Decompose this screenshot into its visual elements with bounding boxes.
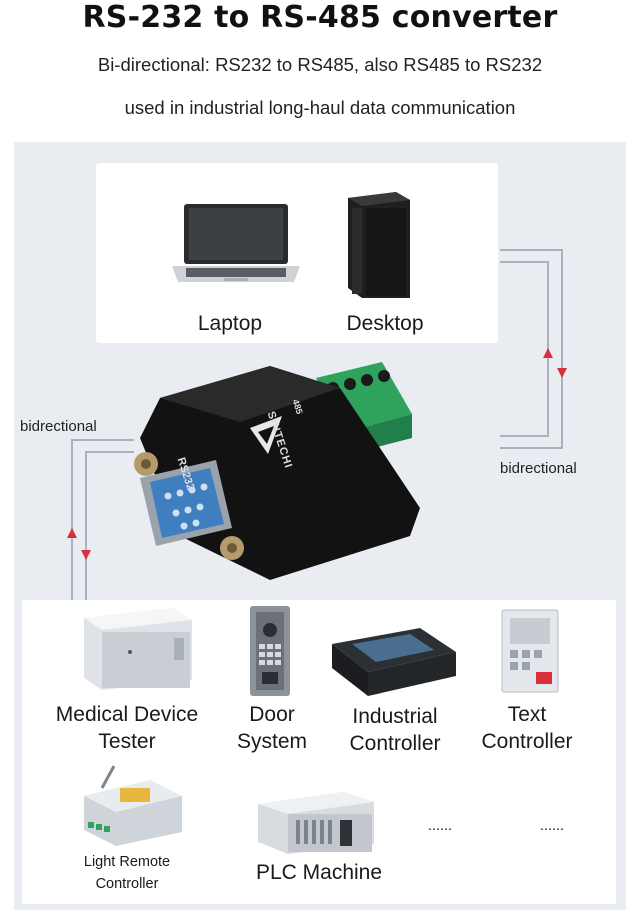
- subtitle-usage: used in industrial long-haul data commun…: [124, 97, 516, 118]
- light-remote-icon: [84, 765, 182, 846]
- left-arrow-down: [81, 550, 91, 560]
- left-line-outer: [71, 439, 134, 600]
- desktop-tower-icon: [348, 192, 410, 298]
- device-more-2: ......: [539, 818, 565, 834]
- right-line-inner: [500, 261, 549, 437]
- device-more-1: ......: [427, 818, 453, 834]
- device-label-text-1: Text: [507, 703, 547, 726]
- device-label-door-1: Door: [249, 703, 295, 726]
- device-label-light-1: Light Remote: [83, 854, 171, 870]
- plc-machine-icon: [258, 792, 374, 854]
- left-arrow-up: [67, 528, 77, 538]
- device-label-industrial-1: Industrial: [352, 705, 438, 728]
- industrial-controller-icon: [332, 628, 456, 696]
- text-controller-icon: [501, 609, 559, 693]
- subtitle-bidirectional: Bi-directional: RS232 to RS485, also RS4…: [97, 54, 543, 75]
- host-label-desktop: Desktop: [346, 312, 424, 335]
- host-card: [96, 163, 498, 343]
- page-title: RS-232 to RS-485 converter: [82, 0, 558, 35]
- db9-port-icon: [140, 460, 232, 546]
- device-label-medical-2: Tester: [98, 730, 156, 753]
- device-label-plc: PLC Machine: [255, 861, 383, 884]
- device-label-text-2: Controller: [481, 730, 573, 753]
- medical-tester-icon: [84, 608, 192, 690]
- host-label-laptop: Laptop: [197, 312, 263, 335]
- device-label-medical-1: Medical Device: [55, 703, 199, 726]
- laptop-icon: [172, 204, 300, 282]
- left-bidirectional-label: bidrectional: [20, 418, 97, 435]
- device-label-industrial-2: Controller: [349, 732, 441, 755]
- right-arrow-down: [557, 368, 567, 378]
- device-label-light-2: Controller: [95, 876, 159, 892]
- device-label-door-2: System: [236, 730, 307, 753]
- converter-device-icon: [134, 362, 420, 580]
- door-system-icon: [250, 606, 290, 696]
- right-bidirectional-label: bidrectional: [500, 460, 577, 477]
- right-arrow-up: [543, 348, 553, 358]
- right-line-outer: [500, 249, 563, 449]
